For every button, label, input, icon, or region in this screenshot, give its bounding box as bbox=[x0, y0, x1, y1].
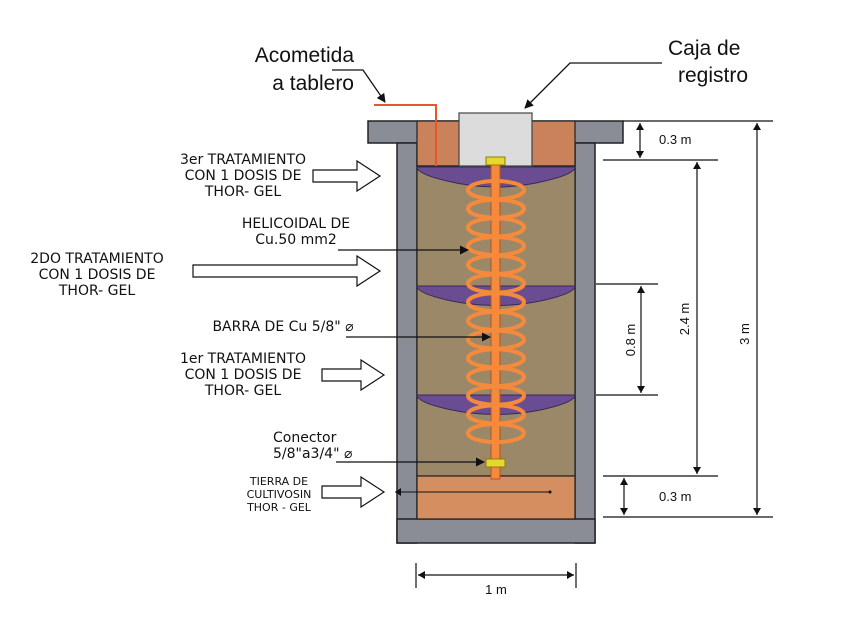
conector-line-1: Conector bbox=[273, 430, 337, 446]
caja-line-1: Caja de bbox=[668, 37, 740, 60]
acometida-label: Acometida a tablero bbox=[255, 44, 386, 103]
right-wall bbox=[574, 142, 596, 544]
pit-structure bbox=[367, 120, 624, 544]
coil-turn bbox=[466, 422, 526, 445]
t3-arrow bbox=[312, 159, 382, 193]
t2-arrow bbox=[192, 254, 382, 288]
t2-line-2: CON 1 DOSIS DE bbox=[39, 267, 156, 283]
t1-arrow bbox=[321, 358, 386, 392]
top-connector bbox=[485, 156, 506, 166]
bottom-slab bbox=[396, 518, 596, 544]
caja-line-2: registro bbox=[678, 64, 748, 87]
tierra-line-2: CULTIVOSIN bbox=[247, 488, 312, 501]
dimension-lines bbox=[415, 120, 773, 588]
t1-line-2: CON 1 DOSIS DE bbox=[185, 367, 302, 383]
caja-label: Caja de registro bbox=[524, 37, 748, 109]
t3-line-3: THOR- GEL bbox=[204, 184, 281, 200]
dim-middle: 2.4 m bbox=[677, 303, 692, 336]
conector-line-2: 5/8"a3/4" ⌀ bbox=[273, 446, 353, 462]
helical-coil bbox=[466, 179, 526, 445]
dim-top-layer: 0.3 m bbox=[659, 132, 692, 147]
tierra-arrow bbox=[321, 475, 386, 509]
dim-spacing: 0.8 m bbox=[623, 324, 638, 357]
tierra-line-3: THOR - GEL bbox=[246, 501, 312, 514]
t3-line-1: 3er TRATAMIENTO bbox=[180, 152, 306, 168]
t2-line-1: 2DO TRATAMIENTO bbox=[30, 251, 164, 267]
t2-line-3: THOR- GEL bbox=[58, 283, 135, 299]
copper-rod bbox=[490, 162, 501, 480]
tierra-line-1: TIERRA DE bbox=[249, 475, 308, 488]
barra-label: BARRA DE Cu 5/8" ⌀ bbox=[212, 319, 491, 342]
helicoidal-line-2: Cu.50 mm2 bbox=[255, 232, 337, 248]
dim-width: 1 m bbox=[485, 582, 507, 597]
t3-line-2: CON 1 DOSIS DE bbox=[185, 168, 302, 184]
helicoidal-line-1: HELICOIDAL DE bbox=[242, 216, 350, 232]
t1-line-1: 1er TRATAMIENTO bbox=[180, 351, 306, 367]
dim-bottom-layer: 0.3 m bbox=[659, 489, 692, 504]
left-wall bbox=[396, 142, 418, 544]
dim-total: 3 m bbox=[737, 323, 752, 345]
dimension-labels: 0.3 m 2.4 m 0.8 m 3 m 0.3 m 1 m bbox=[485, 132, 752, 597]
bottom-fill bbox=[416, 475, 576, 520]
dimension-arrowheads bbox=[418, 123, 761, 579]
bottom-connector bbox=[485, 458, 506, 468]
acometida-line-2: a tablero bbox=[272, 72, 354, 95]
barra-text: BARRA DE Cu 5/8" ⌀ bbox=[212, 319, 354, 335]
t1-line-3: THOR- GEL bbox=[204, 383, 281, 399]
incoming-wire bbox=[374, 104, 437, 166]
acometida-line-1: Acometida bbox=[255, 44, 355, 67]
